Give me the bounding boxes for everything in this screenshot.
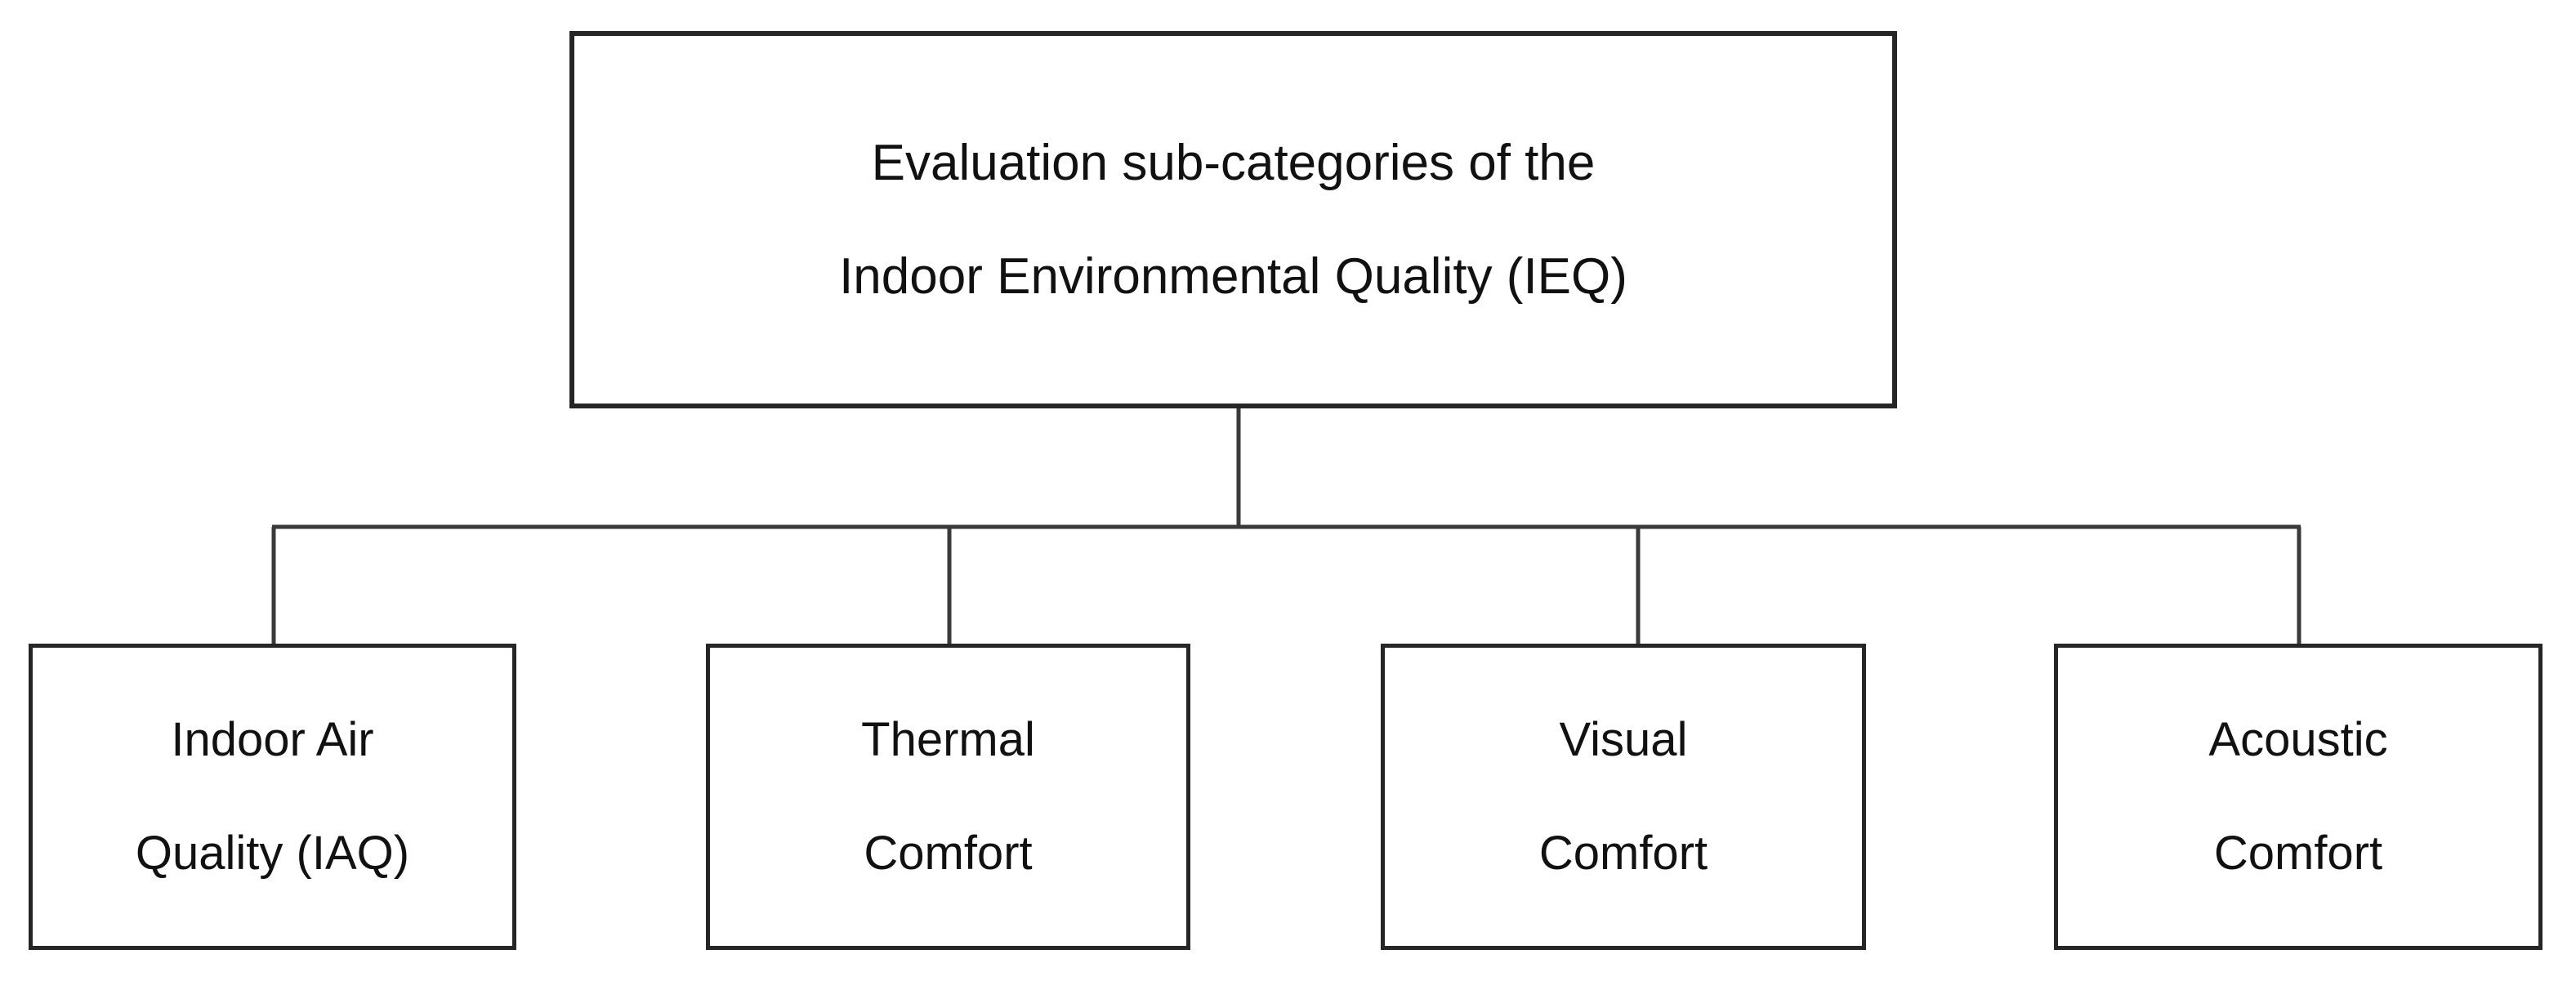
node-acoustic-comfort: Acoustic Comfort (2054, 644, 2543, 950)
node-thermal-comfort-line-2: Comfort (864, 826, 1033, 880)
node-acoustic-comfort-line-1: Acoustic (2208, 712, 2388, 766)
node-visual-comfort-line-1: Visual (1559, 712, 1688, 766)
node-indoor-air-quality-line-2: Quality (IAQ) (135, 826, 410, 880)
node-indoor-air-quality: Indoor Air Quality (IAQ) (29, 644, 516, 950)
node-ieq-root-line-2: Indoor Environmental Quality (IEQ) (839, 248, 1627, 305)
node-thermal-comfort: Thermal Comfort (706, 644, 1190, 950)
node-ieq-root: Evaluation sub-categories of the Indoor … (569, 31, 1897, 408)
node-indoor-air-quality-line-1: Indoor Air (171, 712, 374, 766)
node-visual-comfort: Visual Comfort (1381, 644, 1866, 950)
node-acoustic-comfort-line-2: Comfort (2213, 826, 2383, 880)
node-thermal-comfort-line-1: Thermal (861, 712, 1035, 766)
node-ieq-root-line-1: Evaluation sub-categories of the (871, 134, 1596, 191)
node-visual-comfort-line-2: Comfort (1538, 826, 1708, 880)
